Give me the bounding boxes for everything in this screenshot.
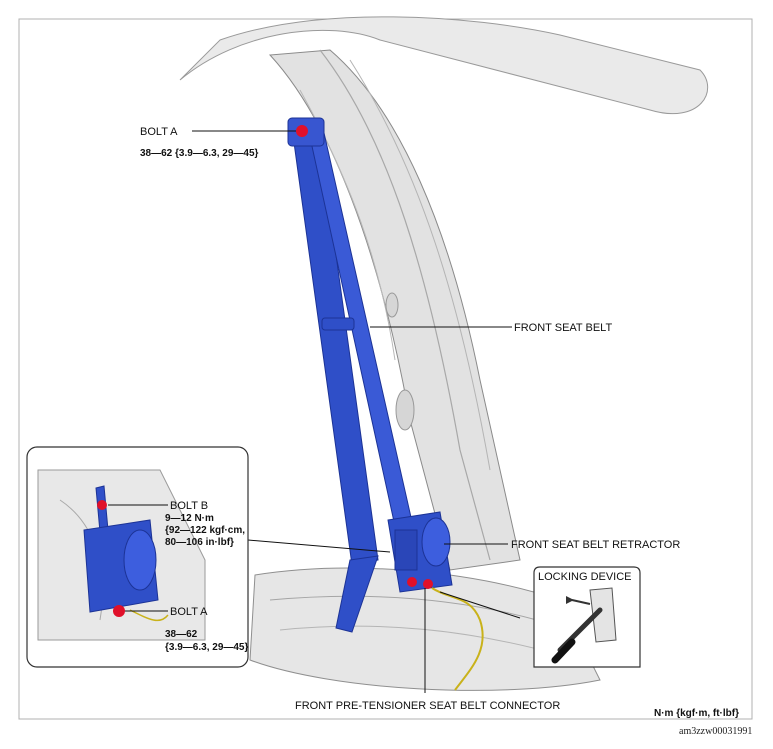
bolt-a-inset-marker <box>113 605 125 617</box>
retractor-bolt-marker <box>407 577 417 587</box>
bolt-a-inset-spec-1: 38—62 <box>165 629 198 640</box>
front-seat-belt-label: FRONT SEAT BELT <box>514 322 612 334</box>
arrow-icon <box>566 596 574 604</box>
bolt-a-top-marker <box>296 125 308 137</box>
retractor-label: FRONT SEAT BELT RETRACTOR <box>511 539 680 551</box>
bolt-a-inset-label: BOLT A <box>170 606 208 618</box>
locking-device-label: LOCKING DEVICE <box>538 571 632 583</box>
pretensioner-connector-label: FRONT PRE-TENSIONER SEAT BELT CONNECTOR <box>295 700 560 712</box>
front-seat-belt-retractor <box>387 511 453 593</box>
belt-guide <box>321 317 355 331</box>
bolt-a-top-spec: 38—62 {3.9—6.3, 29—45} <box>140 148 259 159</box>
figure-id: am3zzw00031991 <box>679 726 752 737</box>
bolt-a-inset-spec-2: {3.9—6.3, 29—45} <box>165 642 248 653</box>
inset-retractor-detail <box>26 446 249 668</box>
connector-marker <box>423 579 433 589</box>
bolt-b-spec-2: {92—122 kgf·cm, <box>165 525 245 536</box>
inset-locking-device <box>533 566 641 668</box>
bolt-b-spec-3: 80—106 in·lbf} <box>165 537 234 548</box>
connector-harness <box>431 587 484 691</box>
bolt-b-spec-1: 9—12 N·m <box>165 513 214 524</box>
units-label: N·m {kgf·m, ft·lbf} <box>654 708 739 719</box>
bolt-a-top-label: BOLT A <box>140 126 178 138</box>
bolt-b-label: BOLT B <box>170 500 208 512</box>
bolt-b-marker <box>97 500 107 510</box>
leader-lines <box>192 130 521 693</box>
